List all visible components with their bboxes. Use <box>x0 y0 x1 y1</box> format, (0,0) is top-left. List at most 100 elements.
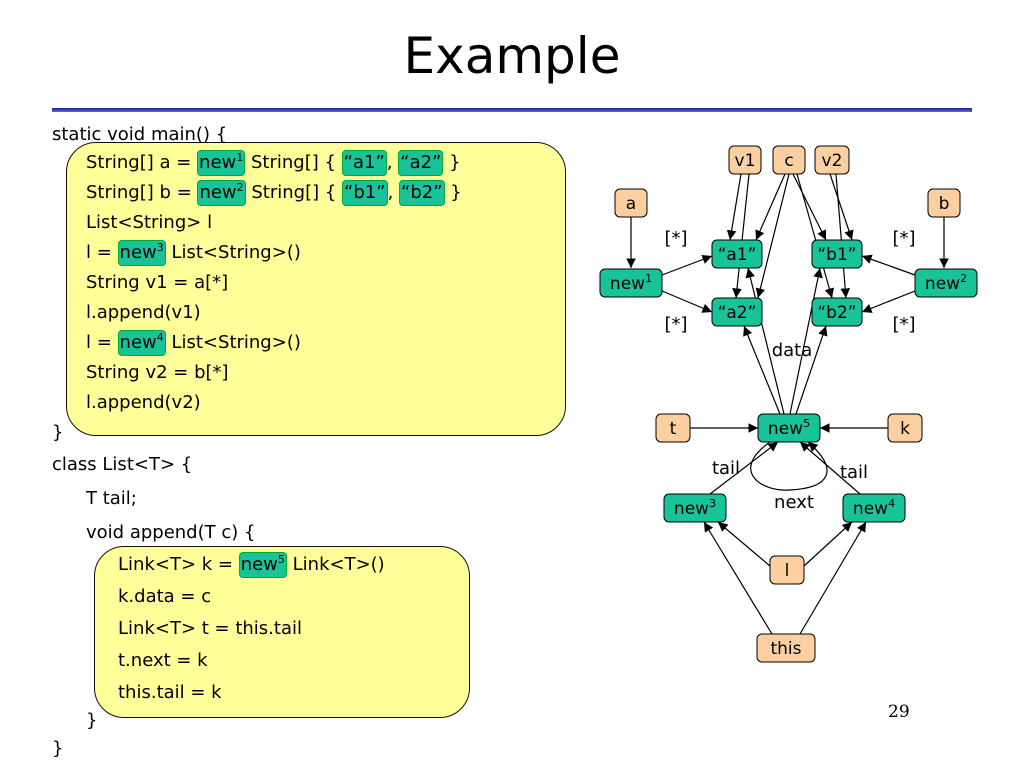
code-method-close: } <box>86 710 98 731</box>
page-number: 29 <box>888 702 910 722</box>
node-v2: v2 <box>814 145 850 175</box>
node-new4: new4 <box>842 493 906 523</box>
edge-new1-a2 <box>661 290 713 313</box>
alloc-site-new5: new5 <box>238 552 287 578</box>
edge-l-new4 <box>803 521 853 567</box>
alloc-site-a1: “a1” <box>341 150 387 176</box>
code-line-b: String[] b = new2 String[] { “b1”, “b2” … <box>86 178 462 208</box>
node-c: c <box>772 145 806 175</box>
edge-label-a1-index: [*] <box>664 228 687 249</box>
edge-new3-new5-tail <box>709 441 779 495</box>
edge-label-tail-left: tail <box>712 458 740 479</box>
node-a2: “a2” <box>711 297 763 327</box>
code-line-tnext: t.next = k <box>118 650 208 671</box>
code-line-thistail: this.tail = k <box>118 682 222 703</box>
code-main-header: static void main() { <box>52 124 228 145</box>
code-line-l1: l = new3 List<String>() <box>86 238 301 268</box>
edge-new2-b2 <box>861 290 916 313</box>
edge-new2-b1 <box>861 254 916 276</box>
edge-this-new4 <box>799 521 867 635</box>
node-new2: new2 <box>914 268 978 298</box>
node-label-v2: v2 <box>822 151 843 171</box>
code-line-k: Link<T> k = new5 Link<T>() <box>118 550 385 580</box>
main-body-highlight <box>66 142 566 436</box>
edge-new5-b1 <box>789 267 823 415</box>
node-label-t: t <box>670 419 677 439</box>
edge-label-tail-right: tail <box>840 462 868 483</box>
edge-v1-a2 <box>732 173 750 299</box>
edge-label-next: next <box>774 492 814 513</box>
node-label-b2: “b2” <box>817 303 856 323</box>
alloc-site-b2: “b2” <box>399 180 445 206</box>
edge-new1-a1 <box>661 254 713 276</box>
node-new5: new5 <box>757 413 821 443</box>
node-a1: “a1” <box>711 239 763 269</box>
code-line-v2: String v2 = b[*] <box>86 362 229 383</box>
alloc-site-new1: new1 <box>197 150 246 176</box>
code-line-list-decl: List<String> l <box>86 212 213 233</box>
node-label-new1: new1 <box>610 272 652 294</box>
edge-v2-b2 <box>835 173 851 299</box>
edge-label-a2-index: [*] <box>664 314 687 335</box>
code-class-header: class List<T> { <box>52 454 193 475</box>
edge-label-b1-index: [*] <box>892 228 915 249</box>
code-line-kdata: k.data = c <box>118 586 212 607</box>
code-class-close: } <box>52 738 64 759</box>
node-b2: “b2” <box>811 297 863 327</box>
node-b: b <box>927 188 961 218</box>
node-new3: new3 <box>663 493 727 523</box>
alloc-site-new3: new3 <box>117 240 166 266</box>
edge-new5-b2 <box>795 325 828 415</box>
edge-c-b2 <box>796 173 835 299</box>
node-this: this <box>756 633 816 663</box>
slide-title: Example <box>403 27 621 85</box>
node-label-c: c <box>784 151 793 171</box>
node-v1: v1 <box>728 145 762 175</box>
node-label-k: k <box>900 419 910 439</box>
node-label-a1: “a1” <box>718 245 757 265</box>
node-label-new3: new3 <box>674 497 716 519</box>
code-method-header: void append(T c) { <box>86 522 256 543</box>
node-label-new4: new4 <box>853 497 895 519</box>
code-line-append1: l.append(v1) <box>86 302 201 323</box>
node-k: k <box>887 413 923 443</box>
node-label-v1: v1 <box>735 151 756 171</box>
node-label-a: a <box>626 194 636 214</box>
edge-v2-b1 <box>829 173 854 241</box>
node-b1: “b1” <box>811 239 863 269</box>
edge-c-a1 <box>755 173 786 241</box>
node-label-new2: new2 <box>925 272 967 294</box>
alloc-site-a2: “a2” <box>398 150 444 176</box>
code-line-v1: String v1 = a[*] <box>86 272 229 293</box>
node-label-this: this <box>770 639 801 659</box>
edge-l-new3 <box>717 521 771 567</box>
title-divider <box>52 108 972 112</box>
node-label-b1: “b1” <box>817 245 856 265</box>
alloc-site-b1: “b1” <box>342 180 388 206</box>
edge-this-new3 <box>703 521 773 635</box>
alloc-site-new2: new2 <box>197 180 246 206</box>
code-field-tail: T tail; <box>86 488 137 509</box>
node-label-new5: new5 <box>768 417 810 439</box>
code-line-l2: l = new4 List<String>() <box>86 328 301 358</box>
edge-label-b2-index: [*] <box>892 314 915 335</box>
node-new1: new1 <box>599 268 663 298</box>
code-line-a: String[] a = new1 String[] { “a1”, “a2” … <box>86 148 461 178</box>
node-label-l: l <box>785 561 790 581</box>
node-l: l <box>769 555 805 585</box>
code-line-append2: l.append(v2) <box>86 392 201 413</box>
node-a: a <box>614 188 648 218</box>
code-line-t: Link<T> t = this.tail <box>118 618 302 639</box>
edge-new5-a1 <box>745 267 785 415</box>
node-label-b: b <box>939 194 950 214</box>
edge-c-b1 <box>792 173 827 241</box>
code-main-close: } <box>52 422 64 443</box>
edge-c-a2 <box>755 173 790 299</box>
edge-label-data: data <box>772 340 813 361</box>
edge-new5-a2 <box>743 325 781 415</box>
node-t: t <box>655 413 691 443</box>
alloc-site-new4: new4 <box>117 330 166 356</box>
edge-new5-next-loop <box>750 441 828 491</box>
node-label-a2: “a2” <box>718 303 757 323</box>
